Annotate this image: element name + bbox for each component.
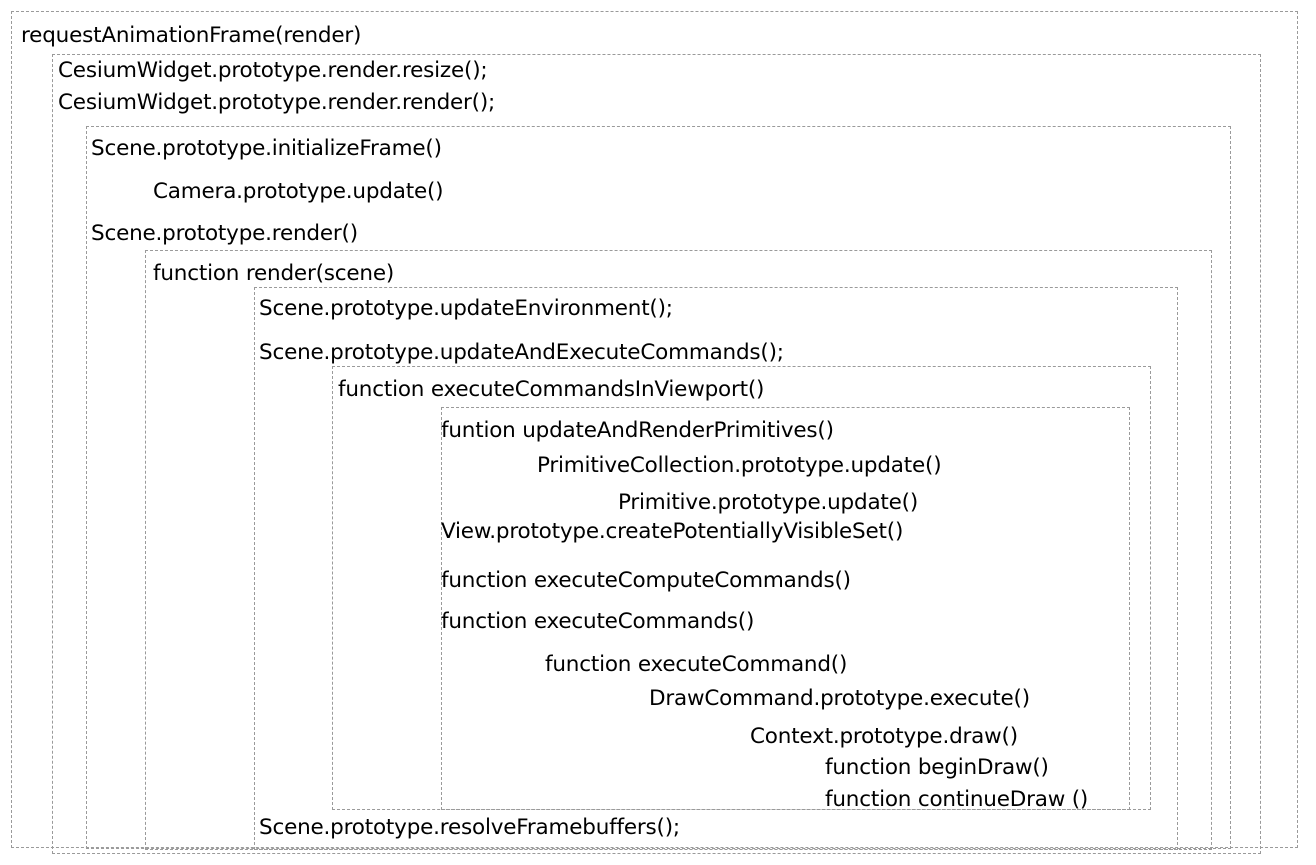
label-execute-in-viewport: function executeCommandsInViewport() — [338, 377, 765, 402]
label-widget-resize: CesiumWidget.prototype.render.resize(); — [58, 58, 488, 83]
label-update-and-execute: Scene.prototype.updateAndExecuteCommands… — [259, 340, 784, 365]
label-request-animation-frame: requestAnimationFrame(render) — [21, 23, 362, 48]
label-execute-command: function executeCommand() — [545, 652, 848, 677]
label-draw-command-execute: DrawCommand.prototype.execute() — [649, 686, 1030, 711]
label-update-environment: Scene.prototype.updateEnvironment(); — [259, 296, 673, 321]
label-camera-update: Camera.prototype.update() — [153, 179, 444, 204]
label-scene-render: Scene.prototype.render() — [91, 221, 358, 246]
label-execute-compute: function executeComputeCommands() — [441, 568, 851, 593]
label-primitive-collection-update: PrimitiveCollection.prototype.update() — [537, 453, 942, 478]
label-update-and-render-primitives: funtion updateAndRenderPrimitives() — [441, 418, 834, 443]
box-update-and-render-primitives — [441, 407, 1130, 810]
box-scene-update-and-execute — [254, 287, 1178, 850]
label-context-draw: Context.prototype.draw() — [750, 724, 1018, 749]
label-continue-draw: function continueDraw () — [825, 787, 1089, 812]
box-request-animation-frame — [11, 11, 1298, 848]
label-widget-render: CesiumWidget.prototype.render.render(); — [58, 90, 496, 115]
box-scene — [86, 126, 1231, 849]
label-resolve-framebuffers: Scene.prototype.resolveFramebuffers(); — [259, 815, 680, 840]
box-cesium-widget-render — [52, 54, 1261, 854]
label-begin-draw: function beginDraw() — [825, 755, 1049, 780]
label-execute-commands: function executeCommands() — [441, 609, 755, 634]
label-function-render: function render(scene) — [153, 261, 395, 286]
label-primitive-update: Primitive.prototype.update() — [618, 490, 919, 515]
label-scene-initialize-frame: Scene.prototype.initializeFrame() — [91, 136, 442, 161]
label-create-pvs: View.prototype.createPotentiallyVisibleS… — [441, 519, 904, 544]
